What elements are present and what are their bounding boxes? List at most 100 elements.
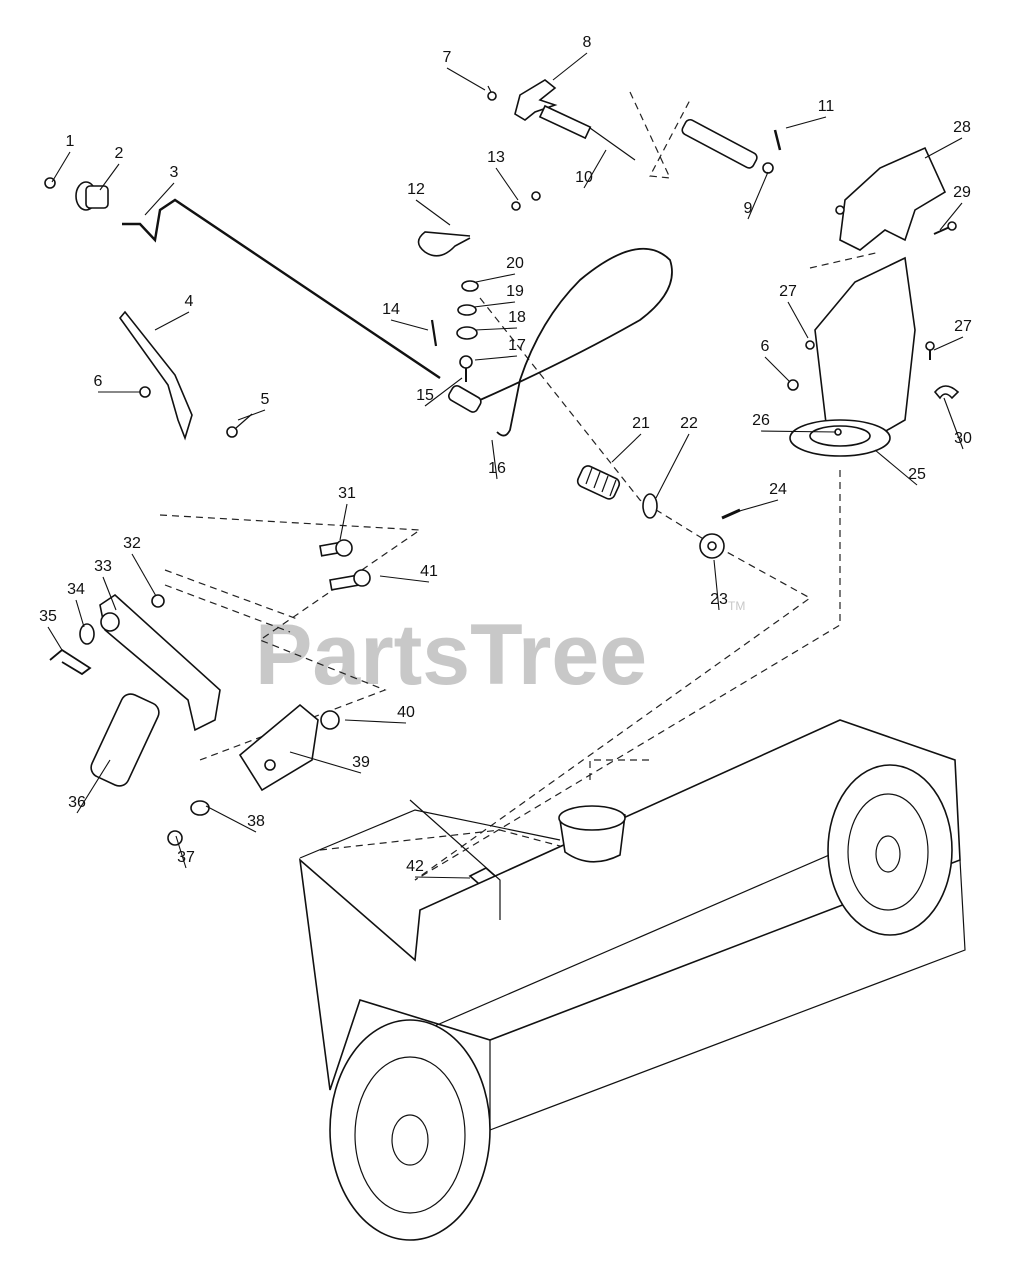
callout-27: 27 (779, 283, 797, 300)
part-19-washer (457, 304, 477, 316)
callout-18: 18 (508, 309, 526, 326)
part-27-bolt-b (925, 341, 935, 360)
part-27-bolt (805, 340, 815, 350)
part-17-bolt (459, 355, 473, 382)
leader-line-6 (764, 356, 791, 383)
part-15-coupler (448, 385, 482, 413)
callout-28: 28 (953, 119, 971, 136)
part-7-screw (487, 85, 497, 101)
part-39-pawl-hole (264, 759, 276, 771)
part-22-washer (642, 493, 658, 519)
part-34-washer (79, 623, 95, 645)
part-35-hairpin (49, 648, 92, 676)
leader-line-34 (75, 599, 85, 628)
callout-7: 7 (443, 49, 452, 66)
leader-line-36 (76, 759, 111, 814)
auger-housing (298, 719, 966, 1241)
leader-line-12 (415, 199, 451, 226)
leader-line-2 (99, 163, 120, 191)
leader-line-33 (102, 576, 117, 611)
callout-6: 6 (761, 338, 770, 355)
callout-2: 2 (115, 145, 124, 162)
leader-line-40 (344, 719, 407, 724)
callout-16: 16 (488, 460, 506, 477)
part-21-spring (576, 465, 621, 500)
callout-3: 3 (170, 164, 179, 181)
part-28-chute-deflector (839, 146, 947, 251)
part-41-bolt (329, 569, 371, 591)
leader-line-7 (446, 67, 486, 91)
part-6-nut (139, 386, 151, 398)
part-38-washer (190, 800, 210, 816)
leader-line-23 (713, 559, 720, 611)
leader-line-4 (154, 311, 190, 331)
callout-24: 24 (769, 481, 787, 498)
callout-27: 27 (954, 318, 972, 335)
part-2-knob (75, 181, 109, 211)
callout-41: 41 (420, 563, 438, 580)
callout-32: 32 (123, 535, 141, 552)
callout-4: 4 (185, 293, 194, 310)
part-30-clip (933, 385, 960, 400)
callout-29: 29 (953, 184, 971, 201)
callout-23: 23 (710, 591, 728, 608)
part-12-wire-clip (417, 231, 471, 257)
callout-30: 30 (954, 430, 972, 447)
callout-25: 25 (908, 466, 926, 483)
leader-line-8 (552, 52, 588, 81)
callout-11: 11 (818, 98, 835, 115)
leader-line-25 (874, 449, 918, 486)
leader-line-29 (939, 202, 963, 231)
leader-line-1 (51, 151, 71, 183)
callout-37: 37 (177, 849, 195, 866)
part-33-bracket (99, 593, 221, 732)
leader-line-27 (787, 301, 809, 339)
part-31-bolt (319, 539, 353, 557)
callout-35: 35 (39, 608, 57, 625)
callout-8: 8 (583, 34, 592, 51)
callout-10: 10 (575, 169, 593, 186)
callout-36: 36 (68, 794, 86, 811)
leader-line-15 (424, 377, 463, 407)
leader-line-9 (747, 171, 769, 220)
part-20-nut (461, 280, 479, 292)
callout-22: 22 (680, 415, 698, 432)
part-33-bracket-boss (100, 612, 120, 632)
leader-line-21 (611, 433, 642, 463)
part-13-nut-b (531, 191, 541, 201)
leader-line-24 (735, 499, 779, 513)
part-36-spring (90, 693, 160, 787)
callout-5: 5 (261, 391, 270, 408)
leader-line-39 (289, 751, 362, 774)
part-39-pawl (238, 703, 319, 792)
callout-15: 15 (416, 387, 434, 404)
leader-line-41 (379, 575, 430, 583)
leader-line-35 (47, 626, 63, 651)
callout-34: 34 (67, 581, 85, 598)
part-5-bolt (226, 413, 253, 438)
leader-line-30 (943, 397, 964, 450)
callout-12: 12 (407, 181, 425, 198)
leader-line-26 (760, 430, 837, 433)
part-6-nut-b (787, 379, 799, 391)
callout-42: 42 (406, 858, 424, 875)
part-14-cotter-pin (430, 319, 438, 347)
leader-line-17 (474, 355, 518, 361)
callout-20: 20 (506, 255, 524, 272)
assembly-guide-lines (159, 91, 881, 881)
part-28-deflector-stud (835, 205, 845, 215)
leader-line-22 (655, 433, 690, 499)
callout-33: 33 (94, 558, 112, 575)
callout-26: 26 (752, 412, 770, 429)
leader-line-5 (237, 409, 266, 421)
leader-line-11 (785, 116, 827, 129)
leader-line-37 (175, 835, 187, 869)
callout-17: 17 (508, 337, 526, 354)
part-4-lever (118, 310, 193, 441)
part-29-bolt (933, 221, 957, 235)
callout-1: 1 (66, 133, 75, 150)
part-16-cable (479, 247, 673, 437)
part-40-bushing (320, 710, 340, 730)
